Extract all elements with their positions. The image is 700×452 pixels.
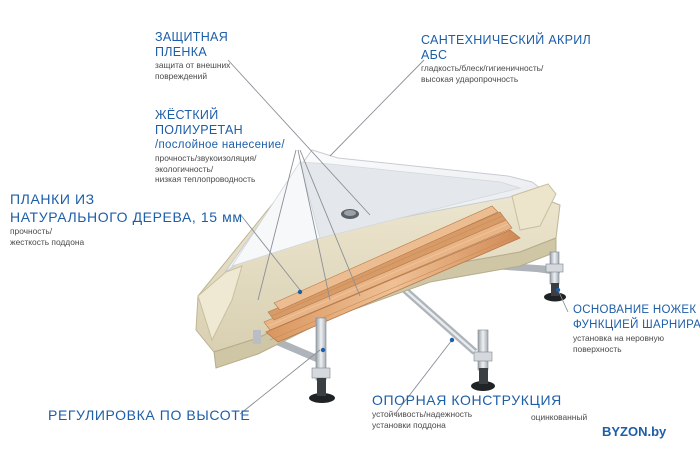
label-acrylic: САНТЕХНИЧЕСКИЙ АКРИЛ АБС гладкость/блеск… [421, 33, 591, 84]
leader-frame [394, 339, 453, 415]
acrylic-title-line-1: САНТЕХНИЧЕСКИЙ АКРИЛ [421, 33, 592, 47]
pu-title-line-2: ПОЛИУРЕТАН [155, 123, 243, 137]
label-polyurethane: ЖЁСТКИЙ ПОЛИУРЕТАН /послойное нанесение/… [155, 108, 285, 185]
hinge-desc-line-1: установка на неровную [573, 333, 664, 343]
leader-hinge [557, 289, 569, 313]
wood-desc-line-1: прочность/ [10, 226, 53, 236]
leader-acrylic [329, 59, 425, 157]
pu-title-line-1: ЖЁСТКИЙ [155, 108, 219, 122]
leader-height [239, 349, 321, 415]
hinge-title-line-2: ФУНКЦИЕЙ ШАРНИРА [573, 319, 700, 331]
acrylic-desc-line-2: высокая ударопрочность [421, 73, 519, 84]
leader-pu-2 [297, 149, 331, 301]
frame-extra-note: оцинкованный [531, 412, 588, 422]
leader-film [227, 59, 371, 216]
leader-pu-1 [257, 149, 297, 301]
film-title-line-1: ЗАЩИТНАЯ [155, 30, 229, 44]
film-desc-line-2: повреждений [155, 70, 207, 81]
leader-pu-3 [299, 149, 361, 297]
protective-film [197, 183, 557, 342]
pu-desc-line-1: прочность/звукоизоляция/ [155, 153, 257, 163]
marker-dots [297, 287, 561, 353]
wood-planks [263, 205, 521, 343]
adjustable-legs [253, 251, 566, 403]
acrylic-title-line-2: АБС [421, 48, 448, 62]
hinge-desc-line-2: поверхность [573, 343, 622, 354]
label-height-adjustment: РЕГУЛИРОВКА ПО ВЫСОТЕ [48, 406, 250, 424]
label-protective-film: ЗАЩИТНАЯ ПЛЕНКА защита от внешних повреж… [155, 30, 230, 81]
wood-title-line-2: НАТУРАЛЬНОГО ДЕРЕВА, 15 мм [10, 209, 243, 225]
acrylic-desc-line-1: гладкость/блеск/гигиеничность/ [421, 63, 544, 73]
wood-desc-line-2: жесткость поддона [10, 236, 85, 247]
frame-desc-line-1: устойчивость/надежность [372, 409, 473, 419]
frame-desc-line-2: установки поддона [372, 419, 446, 430]
wood-title-line-1: ПЛАНКИ ИЗ [10, 191, 95, 207]
frame-title: ОПОРНАЯ КОНСТРУКЦИЯ [372, 392, 562, 408]
leader-lines [227, 59, 569, 415]
watermark-brand: BYZON.by [602, 424, 667, 439]
label-hinge-base: ОСНОВАНИЕ НОЖЕК С ФУНКЦИЕЙ ШАРНИРА устан… [573, 303, 700, 354]
pu-desc-line-3: низкая теплопроводность [155, 174, 256, 185]
film-title-line-2: ПЛЕНКА [155, 45, 207, 59]
label-wood-planks: ПЛАНКИ ИЗ НАТУРАЛЬНОГО ДЕРЕВА, 15 мм про… [10, 190, 243, 247]
pu-note: /послойное нанесение/ [155, 139, 285, 151]
label-support-frame: ОПОРНАЯ КОНСТРУКЦИЯ устойчивость/надежно… [372, 391, 562, 430]
film-desc-line-1: защита от внешних [155, 60, 231, 70]
pu-desc-line-2: экологичность/ [155, 163, 214, 174]
height-title: РЕГУЛИРОВКА ПО ВЫСОТЕ [48, 407, 251, 423]
hinge-title-line-1: ОСНОВАНИЕ НОЖЕК С [573, 304, 700, 316]
leader-wood [239, 213, 301, 291]
